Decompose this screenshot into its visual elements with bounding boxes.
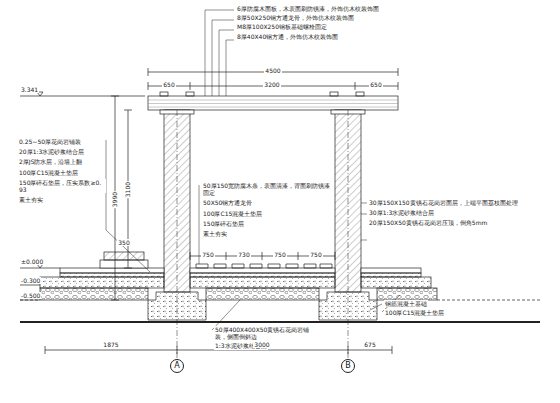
dimension-text: 750 — [309, 251, 322, 258]
material-callout: M8厚100X250钢板基础螺栓固定 — [236, 23, 328, 30]
material-callout: 30厚150X150黄锈石花岗岩面层，上端平面荔枝面处理 — [368, 199, 519, 206]
material-callout: 20厚1:3水泥砂浆结合层 — [18, 148, 85, 155]
dimension-text: -0.500 — [20, 292, 41, 299]
dimension-text: 1875 — [102, 341, 119, 348]
material-callout: 100厚C15混凝土垫层 — [384, 309, 445, 316]
dimension-text: 4500 — [264, 67, 281, 74]
axis-label: A — [174, 362, 179, 370]
material-callout: 100厚C15混凝土垫层 — [202, 210, 263, 217]
axis-bubble: A — [170, 359, 184, 373]
dimension-text: 675 — [363, 341, 376, 348]
material-callout: 8厚50X250钢方通龙骨，外饰仿木纹装饰面 — [236, 14, 355, 21]
dimension-text: 750 — [273, 251, 286, 258]
material-callout: 0.25~50厚花岗岩铺装 — [18, 138, 82, 145]
dimension-text: -0.300 — [20, 277, 41, 284]
dimension-text: ±0.000 — [20, 258, 44, 265]
material-callout: 50厚400X400X50黄锈石花岗岩铺装，侧面倒斜边 — [214, 326, 320, 340]
material-callout: 素土夯实 — [202, 230, 228, 237]
dimension-text: 3.341 — [20, 86, 39, 93]
material-callout: 2厚JS防水层，沿墙上翻 — [18, 158, 83, 165]
axis-bubble: B — [341, 359, 355, 373]
dimension-text: 750 — [201, 251, 214, 258]
material-callout: 6厚防腐木面板，木表面刷防锈漆，外饰仿木纹装饰面 — [236, 5, 380, 12]
axis-label: B — [345, 362, 351, 370]
dimension-text: 650 — [162, 81, 175, 88]
material-callout: 100厚C15混凝土垫层 — [18, 169, 79, 176]
material-callout: 20厚150X50黄锈石花岗岩压顶，倒角5mm — [368, 219, 488, 226]
dimension-text: 3100 — [124, 181, 131, 198]
dimension-text: 350 — [117, 239, 130, 246]
material-callout: 150厚碎石垫层 — [202, 220, 245, 227]
material-callout: 钢筋混凝土基础 — [384, 300, 428, 307]
material-callout: 8厚40X40钢方通，外饰仿木纹装饰面 — [236, 33, 339, 40]
dimension-text: 3990 — [111, 191, 118, 208]
material-callout: 150厚碎石垫层，压实系数≥0.93 — [18, 179, 106, 193]
material-callout: 50厚150宽防腐木条，表面清漆，背面刷防锈漆固定 — [202, 182, 332, 196]
material-callout: 50X50钢方通龙骨 — [202, 199, 253, 206]
material-callout: 素土夯实 — [18, 196, 44, 203]
dimension-text: 730 — [237, 251, 250, 258]
material-callout: 30厚1:3水泥砂浆结合层 — [368, 209, 435, 216]
dimension-text: 3000 — [253, 341, 270, 348]
dimension-text: 650 — [369, 81, 382, 88]
dimension-text: 3200 — [263, 81, 280, 88]
